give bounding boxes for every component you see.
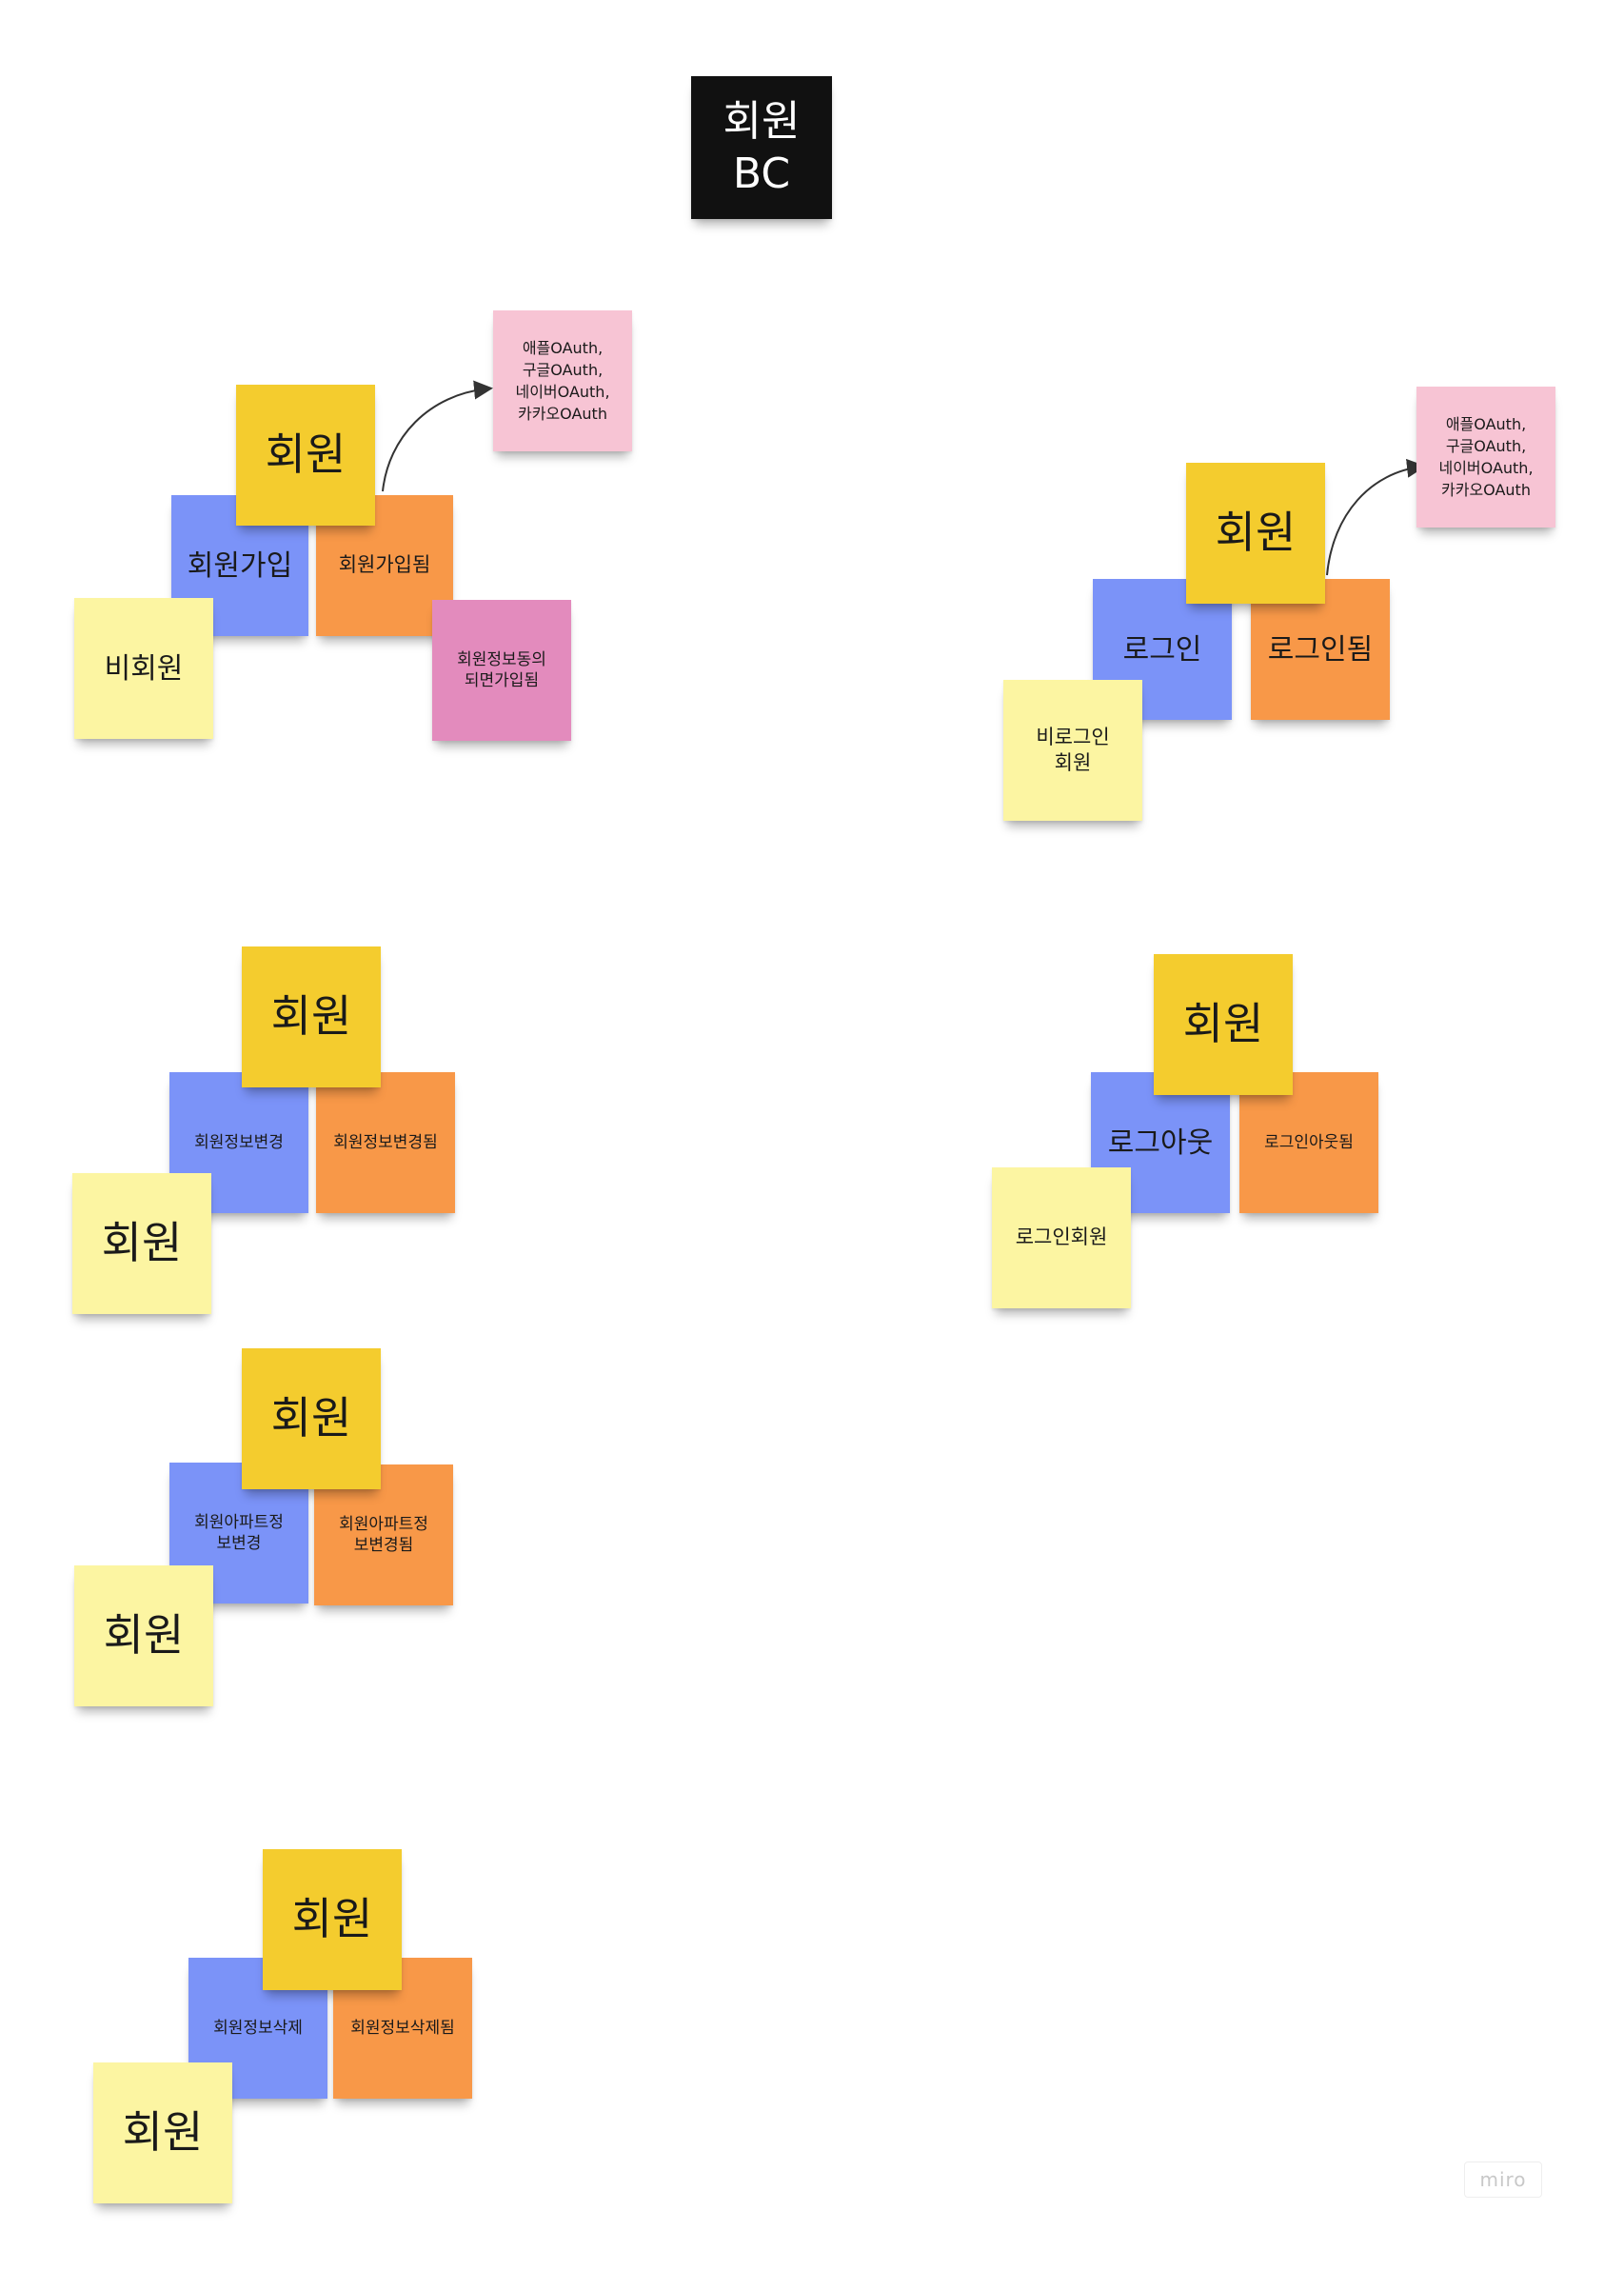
- signup-event-sticky[interactable]: 회원가입됨: [316, 495, 453, 636]
- bounded-context-title[interactable]: 회원 BC: [691, 76, 832, 219]
- login-oauth-note[interactable]: 애플OAuth, 구글OAuth, 네이버OAuth, 카카오OAuth: [1416, 387, 1555, 528]
- login-actor-sticky[interactable]: 비로그인 회원: [1003, 680, 1142, 821]
- update-apartment-aggregate-sticky[interactable]: 회원: [242, 1348, 381, 1489]
- signup-actor-sticky[interactable]: 비회원: [74, 598, 213, 739]
- login-aggregate-sticky[interactable]: 회원: [1186, 463, 1325, 604]
- signup-aggregate-sticky[interactable]: 회원: [236, 385, 375, 526]
- logout-aggregate-sticky[interactable]: 회원: [1154, 954, 1293, 1095]
- update-apartment-actor-sticky[interactable]: 회원: [74, 1565, 213, 1706]
- delete-info-aggregate-sticky[interactable]: 회원: [263, 1849, 402, 1990]
- miro-logo: miro: [1464, 2162, 1542, 2198]
- signup-policy-sticky[interactable]: 회원정보동의 되면가입됨: [432, 600, 571, 741]
- signup-oauth-note[interactable]: 애플OAuth, 구글OAuth, 네이버OAuth, 카카오OAuth: [493, 310, 632, 451]
- update-info-actor-sticky[interactable]: 회원: [72, 1173, 211, 1314]
- logout-actor-sticky[interactable]: 로그인회원: [992, 1167, 1131, 1308]
- login-note-arrow[interactable]: [1326, 458, 1426, 576]
- update-info-event-sticky[interactable]: 회원정보변경됨: [316, 1072, 455, 1213]
- signup-note-arrow[interactable]: [382, 380, 493, 492]
- logout-event-sticky[interactable]: 로그인아웃됨: [1239, 1072, 1378, 1213]
- delete-info-actor-sticky[interactable]: 회원: [93, 2062, 232, 2203]
- title-line-1: 회원: [723, 97, 801, 146]
- title-line-2: BC: [732, 149, 791, 198]
- update-info-aggregate-sticky[interactable]: 회원: [242, 946, 381, 1087]
